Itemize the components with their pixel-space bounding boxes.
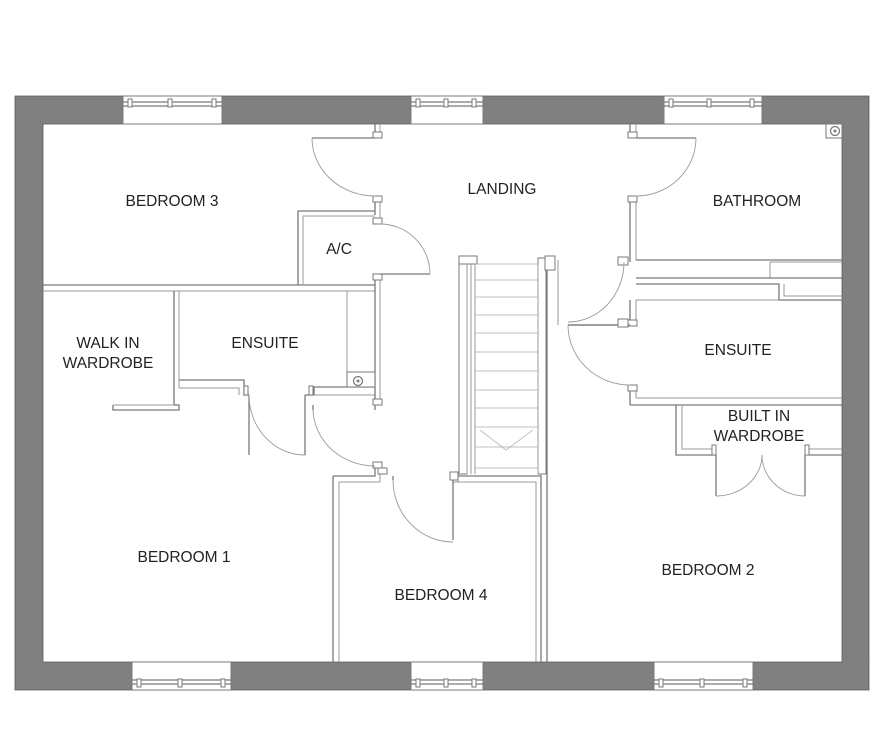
door-bedroom-1: [312, 398, 383, 469]
ensuite-left-jamb-a: [243, 385, 249, 396]
wall-walkin-bottom: [112, 404, 180, 411]
door-ensuite-right: [567, 319, 638, 392]
label-built-in-wardrobe-1: BUILT IN: [728, 408, 790, 425]
doors: [248, 131, 806, 543]
wall-wardrobe-outline: [675, 405, 842, 456]
door-ensuite-left: [248, 394, 306, 456]
room-labels: BEDROOM 3 LANDING BATHROOM A/C WALK IN W…: [63, 181, 805, 604]
wall-bed4-top-right-inner: [453, 481, 537, 662]
label-bedroom-4: BEDROOM 4: [394, 587, 487, 604]
label-bathroom: BATHROOM: [713, 193, 801, 210]
stair-newel-right: [544, 255, 556, 271]
window-top-left: [122, 95, 223, 125]
wall-ensuite-right-top: [636, 283, 842, 301]
stair-stringer-left: [458, 257, 468, 475]
window-bottom-right: [653, 661, 754, 691]
wardrobe-jamb-right: [804, 444, 810, 456]
window-top-right: [663, 95, 763, 125]
outer-wall-frame: [14, 95, 870, 691]
windows: [122, 95, 763, 691]
stair-newel-top: [458, 255, 478, 265]
label-bedroom-1: BEDROOM 1: [137, 549, 230, 566]
window-top-middle: [410, 95, 484, 125]
window-bottom-middle: [410, 661, 484, 691]
wall-ensuite-left-bottom-a-inner: [179, 387, 240, 395]
label-bedroom-2: BEDROOM 2: [661, 562, 754, 579]
wall-ac-cupboard-inner: [302, 215, 375, 285]
door-bedroom-3: [311, 131, 383, 203]
stair-stringer-right: [537, 257, 547, 475]
ensuite-left-jamb-b: [308, 385, 314, 396]
label-walk-in-wardrobe-1: WALK IN: [76, 335, 139, 352]
label-landing: LANDING: [468, 181, 537, 198]
label-ensuite-left: ENSUITE: [231, 335, 298, 352]
wall-bed4-top-right: [453, 475, 542, 662]
wall-ac-cupboard: [297, 210, 375, 285]
outer-walls: [14, 95, 870, 691]
label-ac: A/C: [326, 241, 352, 258]
window-bottom-left: [131, 661, 232, 691]
door-bedroom-2: [567, 256, 629, 328]
wall-ensuite-left-bottom-b: [305, 386, 375, 396]
flue-icon: [829, 125, 841, 137]
soil-pipe-left-icon: [352, 375, 364, 387]
bath-tub: [769, 261, 842, 279]
label-walk-in-wardrobe-2: WARDROBE: [63, 355, 154, 372]
label-bedroom-3: BEDROOM 3: [125, 193, 218, 210]
wardrobe-jamb-left: [711, 444, 717, 456]
wall-wardrobe-outline-inner: [681, 405, 842, 450]
stair-treads: [475, 263, 538, 469]
staircase: [458, 255, 556, 475]
label-ensuite-right: ENSUITE: [704, 342, 771, 359]
flue-dot: [833, 129, 837, 133]
wall-ensuite-right-top-inner: [636, 284, 842, 301]
label-built-in-wardrobe-2: WARDROBE: [714, 428, 805, 445]
soil-pipe-left-dot: [356, 379, 360, 383]
wall-bed4-top-left-inner: [339, 468, 381, 483]
wall-bed4-top-left: [333, 468, 376, 477]
door-ac: [372, 217, 431, 281]
door-bedroom-4: [377, 467, 459, 543]
door-bathroom: [627, 131, 697, 203]
door-built-in-wardrobe: [715, 454, 806, 497]
